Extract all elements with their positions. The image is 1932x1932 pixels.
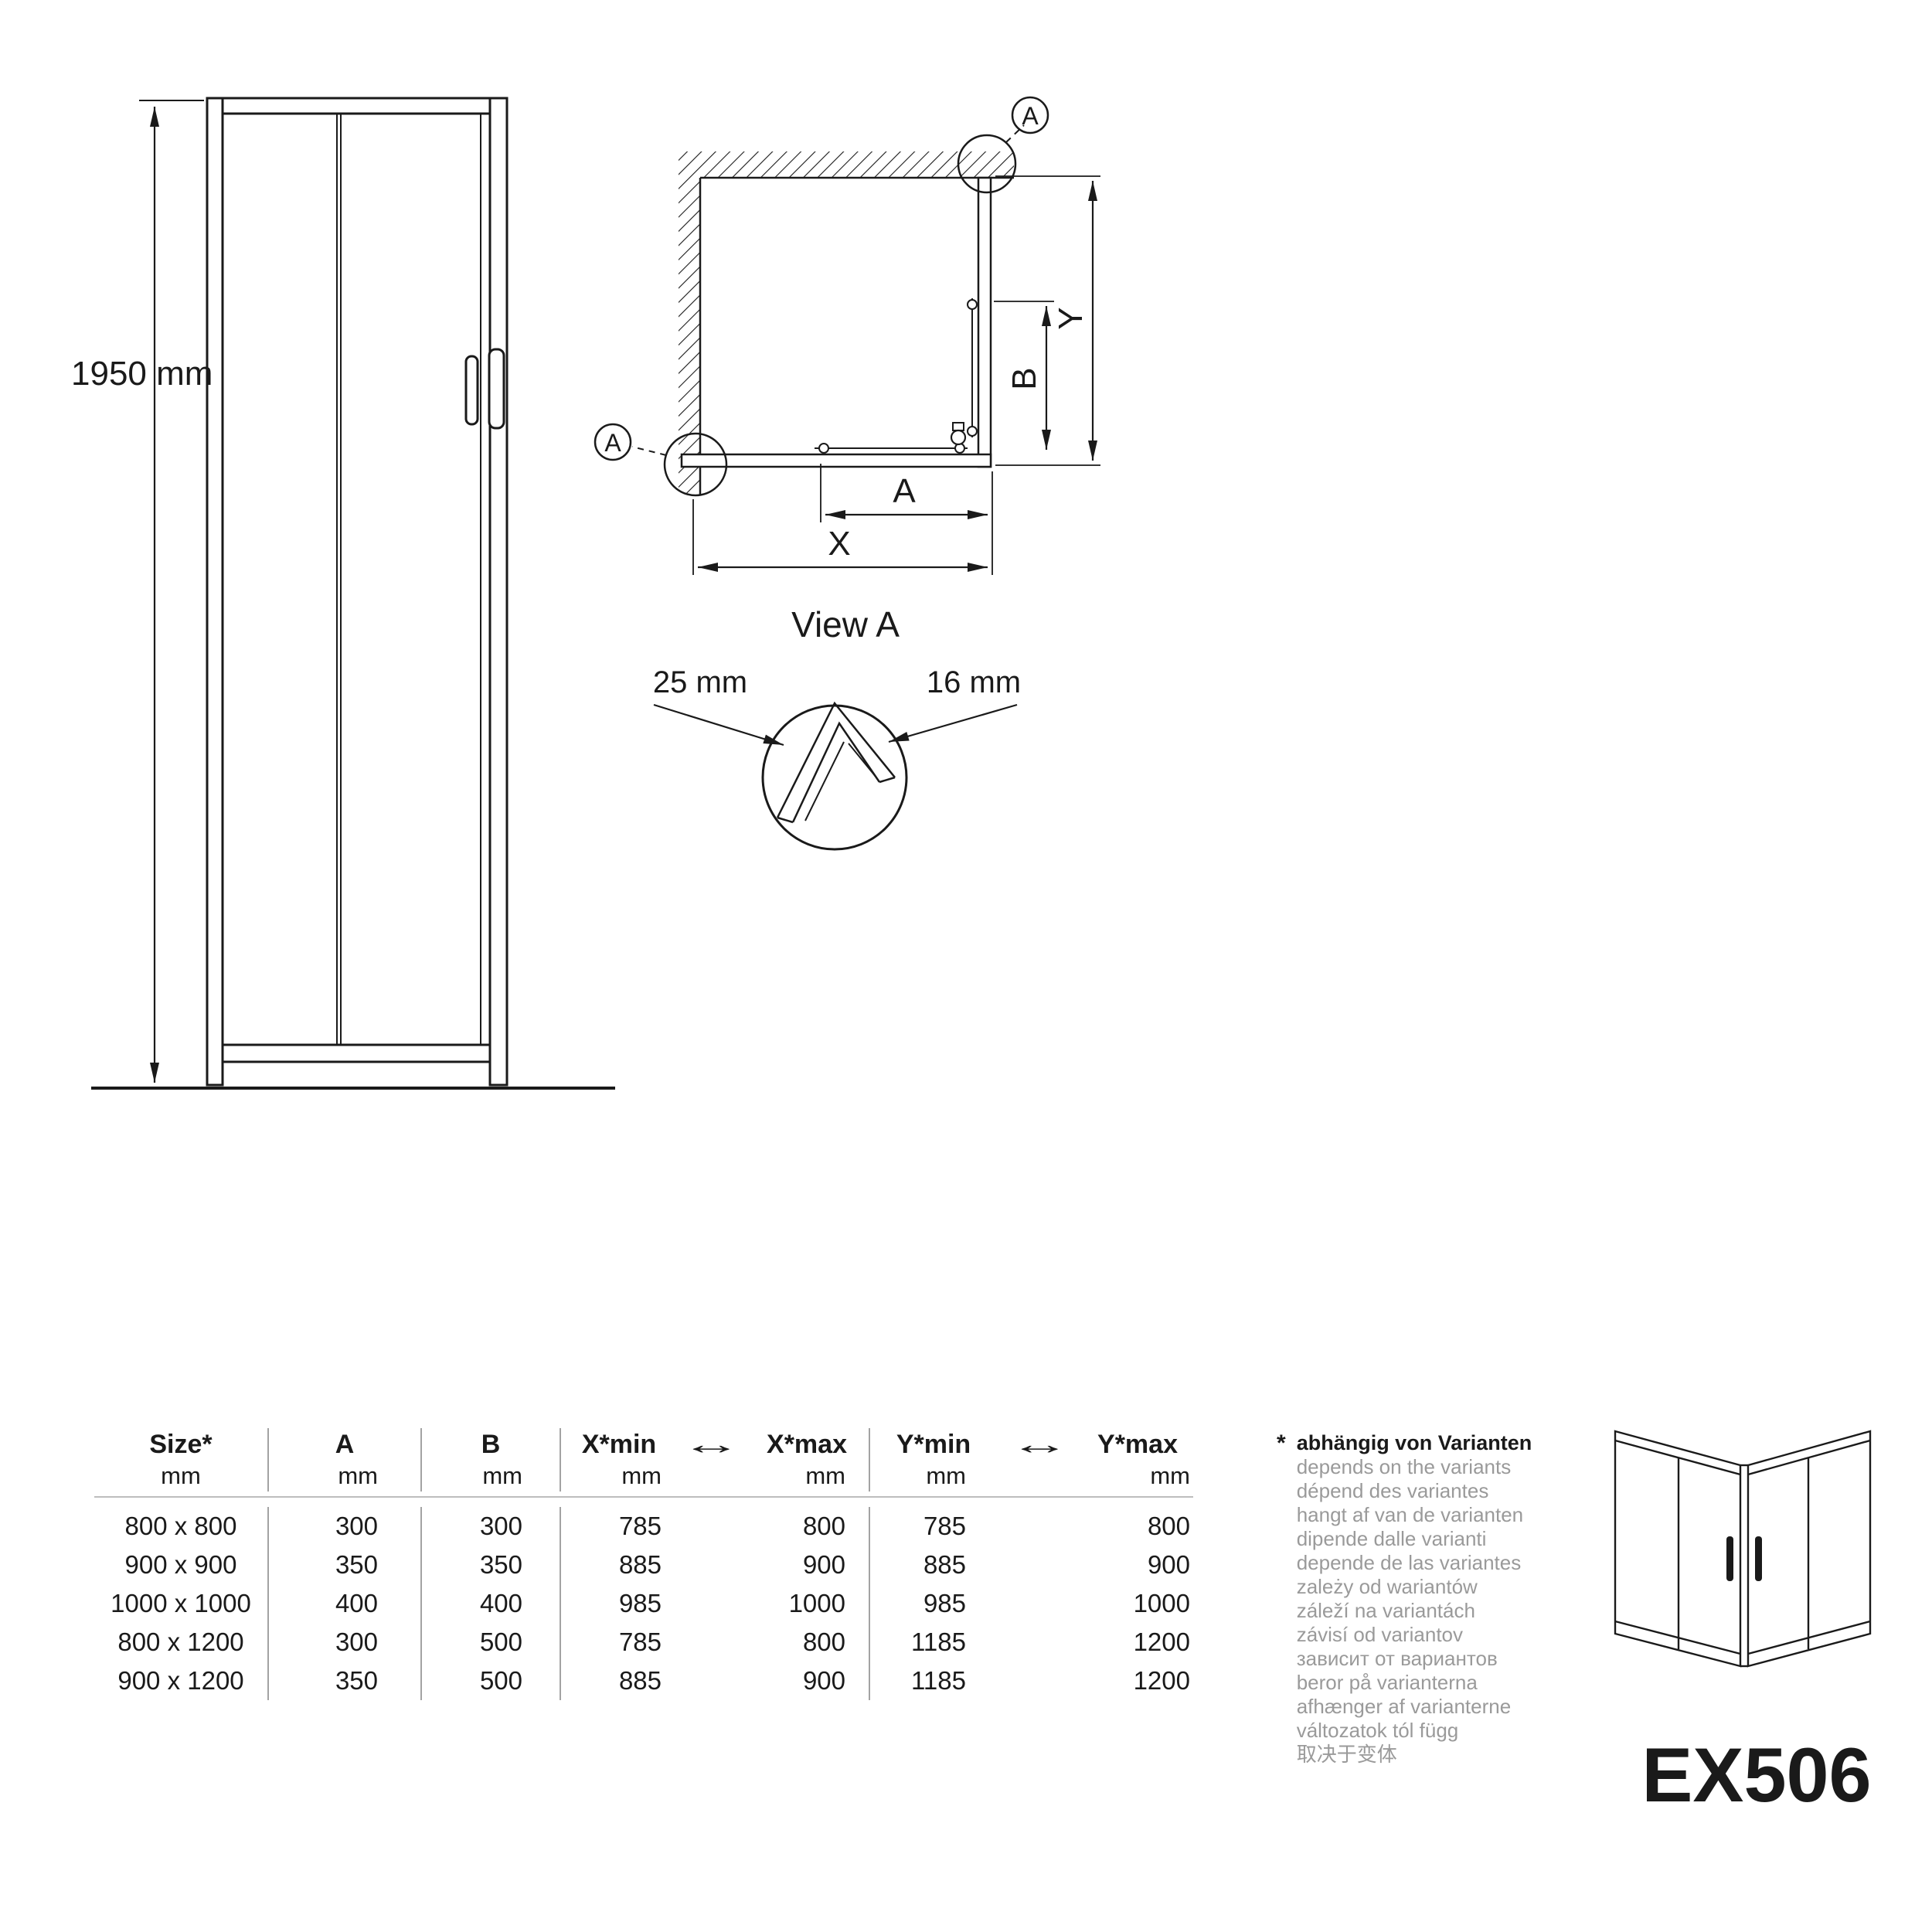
- table-cell: 1000: [745, 1584, 870, 1623]
- table-cell: 800: [1147, 1512, 1190, 1540]
- table-cell: 985: [618, 1589, 662, 1617]
- column-header-size: Size* mm: [94, 1428, 269, 1492]
- detail-view-a: [653, 701, 1018, 851]
- table-cell: 300: [422, 1507, 561, 1546]
- dim-a-label: A: [893, 472, 916, 510]
- table-cell: 400: [422, 1584, 561, 1623]
- note-translation: zależy od wariantów: [1296, 1575, 1478, 1598]
- dim-x-label: X: [828, 525, 850, 563]
- table-cell: 900: [745, 1546, 870, 1584]
- top-rail: [221, 97, 492, 115]
- note-translation: változatok tól függ: [1296, 1719, 1459, 1742]
- detail-balloon-label: A: [604, 429, 621, 457]
- table-cell: 1185: [911, 1666, 966, 1695]
- table-header-rule: [94, 1496, 1193, 1498]
- table-cell: 350: [422, 1546, 561, 1584]
- table-cell: 985: [923, 1589, 966, 1617]
- table-cell: 785: [618, 1512, 662, 1540]
- model-name: EX506: [1641, 1732, 1872, 1818]
- table-cell: 885: [923, 1550, 966, 1579]
- table-cell: 800 x 800: [94, 1507, 269, 1546]
- column-header-b: B mm: [422, 1428, 561, 1492]
- note-translation: dépend des variantes: [1296, 1479, 1489, 1502]
- table-cell: 350: [269, 1662, 422, 1700]
- door-handle: [488, 348, 505, 430]
- note-translation: depends on the variants: [1296, 1455, 1512, 1478]
- side-panel-plan: [977, 176, 992, 468]
- table-cell: 900 x 1200: [94, 1662, 269, 1700]
- variants-note: * abhängig von Varianten depends on the …: [1277, 1431, 1532, 1767]
- thumbnail-handle: [1726, 1536, 1733, 1581]
- table-cell: 800 x 1200: [94, 1623, 269, 1662]
- table-cell: 500: [422, 1623, 561, 1662]
- dim-25-label: 25 mm: [653, 665, 747, 699]
- asterisk-marker: *: [1277, 1430, 1286, 1456]
- table-cell: 800: [745, 1623, 870, 1662]
- table-cell: 885: [618, 1550, 662, 1579]
- corner-knob: [950, 429, 967, 446]
- note-translation: depende de las variantes: [1296, 1551, 1522, 1574]
- note-translation: afhænger af varianterne: [1296, 1695, 1512, 1718]
- thumbnail-handle: [1755, 1536, 1762, 1581]
- size-table: Size* mm A mm B mm X*min mm ↔ X*max mm Y…: [94, 1428, 1193, 1700]
- product-thumbnail: [1614, 1430, 1872, 1668]
- detail-balloon-label: A: [1022, 102, 1039, 130]
- detail-circle: [663, 432, 728, 497]
- table-cell: 350: [269, 1546, 422, 1584]
- table-cell: 1200: [1133, 1628, 1190, 1656]
- note-translation: závisí od variantov: [1296, 1623, 1464, 1646]
- detail-balloon: [594, 423, 632, 461]
- note-translation: зависит от вариантов: [1296, 1647, 1498, 1670]
- height-dimension-label: 1950 mm: [71, 355, 213, 393]
- dim-b-label: B: [1005, 367, 1043, 389]
- table-cell: 300: [269, 1623, 422, 1662]
- wall-hatch-top: [679, 151, 1014, 178]
- note-primary: abhängig von Varianten: [1296, 1431, 1532, 1454]
- table-cell: 900 x 900: [94, 1546, 269, 1584]
- table-cell: 785: [923, 1512, 966, 1540]
- dim-25-leader: [653, 703, 784, 747]
- note-translation: hangt af van de varianten: [1296, 1503, 1524, 1526]
- front-view: [91, 97, 615, 1090]
- table-cell: 1200: [1133, 1666, 1190, 1695]
- column-header-ymax: Y*max mm: [1097, 1430, 1190, 1489]
- detail-circle: [957, 134, 1017, 194]
- table-cell: 785: [618, 1628, 662, 1656]
- table-cell: 500: [422, 1662, 561, 1700]
- table-cell: 885: [618, 1666, 662, 1695]
- door-handle: [464, 355, 479, 426]
- table-cell: 1000 x 1000: [94, 1584, 269, 1623]
- column-header-ymin: Y*min mm: [896, 1430, 971, 1489]
- detail-view-circle: [761, 704, 908, 851]
- note-translation: dipende dalle varianti: [1296, 1527, 1487, 1550]
- bottom-rail: [221, 1043, 492, 1063]
- detail-view-title: View A: [791, 604, 900, 645]
- note-translation: záleží na variantách: [1296, 1599, 1475, 1622]
- dim-y-label: Y: [1052, 307, 1090, 329]
- column-header-a: A mm: [269, 1428, 422, 1492]
- range-arrow-icon: ↔: [1009, 1428, 1070, 1460]
- dim-16-label: 16 mm: [927, 665, 1021, 699]
- table-cell: 900: [1147, 1550, 1190, 1579]
- table-cell: 1185: [911, 1628, 966, 1656]
- front-panel-plan: [680, 453, 992, 468]
- dim-16-leader: [888, 703, 1018, 743]
- detail-balloon: [1011, 96, 1049, 134]
- plan-view: [594, 96, 1100, 575]
- table-cell: 800: [745, 1507, 870, 1546]
- table-cell: 300: [269, 1507, 422, 1546]
- right-profile: [488, 97, 509, 1087]
- column-header-xmax: X*max mm: [745, 1428, 870, 1492]
- left-profile: [206, 97, 224, 1087]
- wall-hatch-left: [679, 178, 700, 495]
- note-translation: beror på varianterna: [1296, 1671, 1478, 1694]
- column-header-xmin: X*min mm: [581, 1430, 662, 1489]
- table-cell: 1000: [1133, 1589, 1190, 1617]
- table-cell: 900: [745, 1662, 870, 1700]
- note-translation: 取决于变体: [1296, 1743, 1397, 1766]
- range-arrow-icon: ↔: [680, 1428, 742, 1460]
- table-cell: 400: [269, 1584, 422, 1623]
